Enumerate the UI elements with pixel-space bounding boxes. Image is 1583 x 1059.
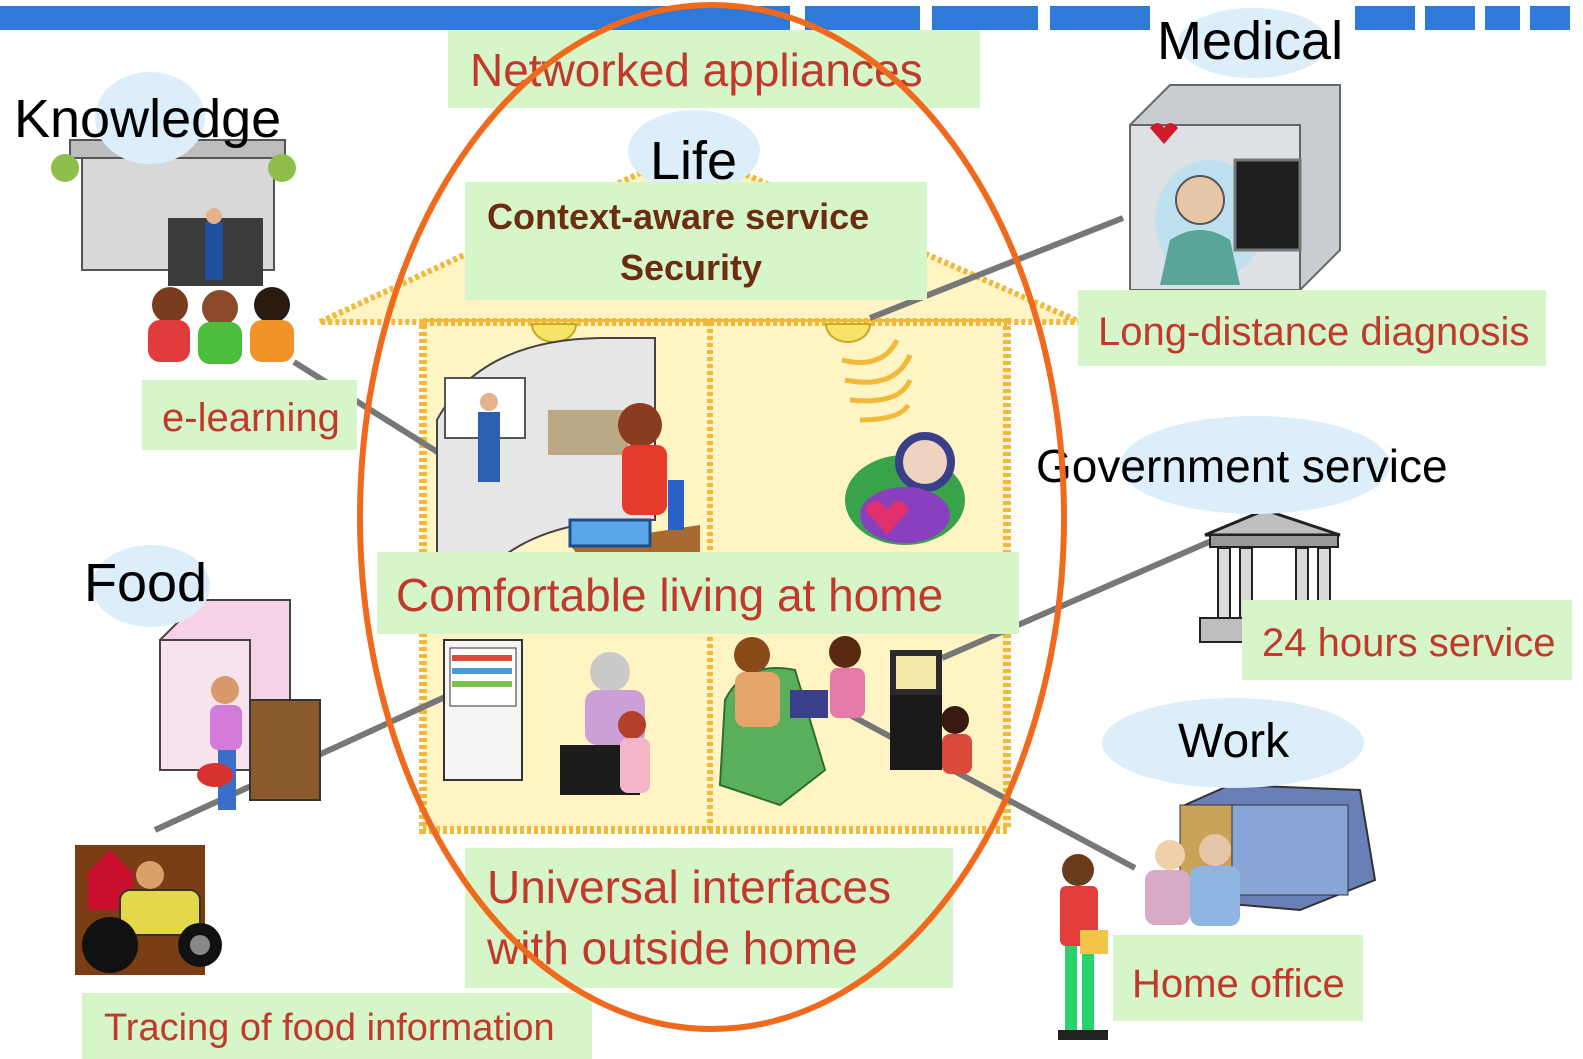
food-tracing-text: Tracing of food information (104, 1007, 555, 1049)
top-bar-segment (1425, 6, 1475, 30)
food-title: Food (84, 553, 208, 613)
life-scope-ellipse (357, 2, 1067, 1032)
medical-title: Medical (1157, 11, 1344, 71)
long-distance-diagnosis-label (1078, 290, 1546, 366)
top-bar-segment (1050, 6, 1150, 30)
food-tracing-label (82, 993, 592, 1059)
knowledge-title: Knowledge (14, 89, 282, 149)
farmer-tractor-illustration (75, 845, 222, 975)
food-bubble (92, 545, 210, 627)
standing-man-illustration (1058, 854, 1108, 1040)
school-illustration (51, 139, 296, 286)
government-bubble (1120, 416, 1390, 514)
top-bar-segment (932, 6, 1038, 30)
life-title: Life (650, 131, 738, 191)
long-distance-diagnosis-text: Long-distance diagnosis (1098, 310, 1530, 354)
grocery-illustration (159, 599, 321, 810)
universal-interfaces-line1: Universal interfaces (487, 861, 891, 913)
top-bar-segment (1355, 6, 1415, 30)
comfort-room-illustration (845, 432, 965, 545)
top-bar-segment (805, 6, 920, 30)
context-aware-label (465, 182, 927, 300)
home-office-label (1113, 935, 1363, 1021)
knowledge-bubble (95, 72, 205, 164)
home-office-text: Home office (1132, 962, 1345, 1006)
hospital-illustration (1129, 84, 1341, 291)
students-illustration (148, 287, 294, 364)
work-title: Work (1178, 715, 1290, 768)
top-bar-segment (1485, 6, 1520, 30)
24-hours-service-text: 24 hours service (1262, 621, 1556, 665)
work-bubble (1102, 698, 1364, 788)
networked-appliances-text: Networked appliances (470, 44, 923, 96)
office-building-illustration (1145, 783, 1377, 926)
connector-line (940, 532, 1227, 661)
universal-interfaces-label (465, 848, 953, 988)
medical-bubble (1178, 8, 1328, 78)
security-text: Security (620, 247, 763, 288)
comfortable-living-text: Comfortable living at home (396, 569, 944, 621)
elearning-label (142, 380, 357, 450)
comfortable-living-label (377, 552, 1019, 634)
lamp-icon (824, 323, 872, 343)
elearning-text: e-learning (162, 396, 340, 440)
connector-line (868, 215, 1125, 321)
top-bar-segment (1530, 6, 1570, 30)
government-title: Government service (1036, 440, 1448, 492)
family-room-illustration (718, 636, 972, 807)
universal-interfaces-line2: with outside home (487, 922, 858, 974)
kitchen-room-illustration (443, 639, 650, 795)
networked-appliances-label (448, 30, 980, 108)
24-hours-service-label (1242, 600, 1572, 680)
context-aware-service-text: Context-aware service (487, 196, 870, 237)
life-bubble (628, 110, 760, 192)
